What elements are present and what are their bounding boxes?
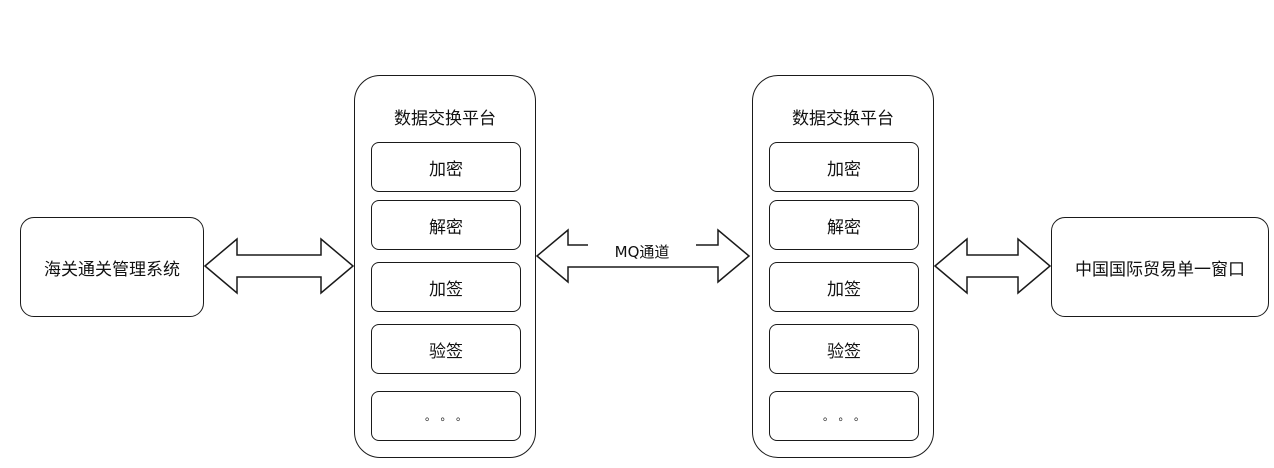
right-double-arrow — [933, 237, 1052, 295]
module-more: 。。。 — [371, 391, 521, 441]
module-sign: 加签 — [371, 262, 521, 312]
module-encrypt: 加密 — [769, 142, 919, 192]
customs-clearance-system-label: 海关通关管理系统 — [44, 259, 180, 280]
single-window-label: 中国国际贸易单一窗口 — [1075, 259, 1245, 280]
platform-title: 数据交换平台 — [394, 109, 496, 129]
module-verify: 验签 — [769, 324, 919, 374]
single-window-box: 中国国际贸易单一窗口 — [1051, 217, 1269, 317]
module-more: 。。。 — [769, 391, 919, 441]
mq-channel-label: MQ通道 — [588, 240, 696, 264]
platform-title: 数据交换平台 — [792, 109, 894, 129]
data-exchange-platform-right: 数据交换平台 加密 解密 加签 验签 。。。 — [752, 75, 934, 458]
data-exchange-platform-left: 数据交换平台 加密 解密 加签 验签 。。。 — [354, 75, 536, 458]
module-sign: 加签 — [769, 262, 919, 312]
module-decrypt: 解密 — [371, 200, 521, 250]
left-double-arrow — [203, 237, 355, 295]
customs-clearance-system-box: 海关通关管理系统 — [20, 217, 204, 317]
module-encrypt: 加密 — [371, 142, 521, 192]
module-verify: 验签 — [371, 324, 521, 374]
module-decrypt: 解密 — [769, 200, 919, 250]
